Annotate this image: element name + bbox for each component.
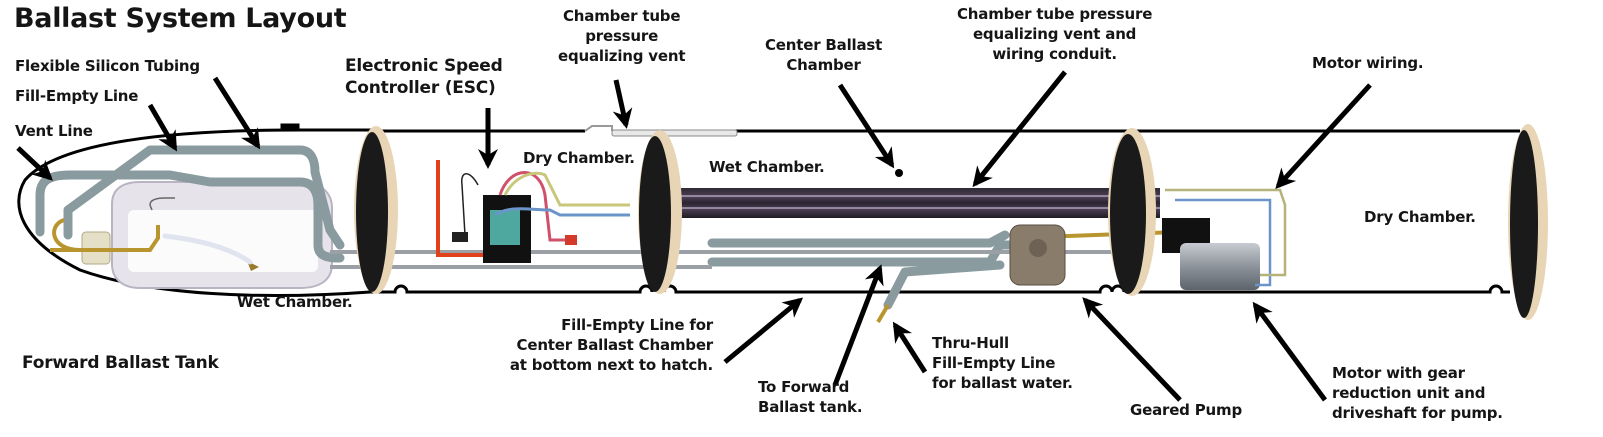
label-wet-chamber-center: Wet Chamber. <box>709 158 825 176</box>
esc-assembly <box>436 160 630 263</box>
arrow-flex-tubing <box>212 76 261 150</box>
arrow-vent-line <box>16 146 53 181</box>
arrow-vent2 <box>972 70 1067 188</box>
arrow-motor-wiring <box>1275 83 1372 189</box>
motor <box>1162 188 1287 290</box>
label-esc: Electronic Speed Controller (ESC) <box>345 56 503 98</box>
label-dry-chamber-1: Dry Chamber. <box>523 149 635 167</box>
label-vent-line: Vent Line <box>15 122 93 140</box>
label-motor-wiring: Motor wiring. <box>1312 54 1424 72</box>
label-center-ballast-chamber: Center Ballast Chamber <box>765 36 883 74</box>
label-vent-2: Chamber tube pressure equalizing vent an… <box>957 5 1153 63</box>
arrow-motor-gear <box>1252 301 1328 402</box>
label-flexible-tubing: Flexible Silicon Tubing <box>15 57 200 75</box>
label-dry-chamber-2: Dry Chamber. <box>1364 208 1476 226</box>
label-forward-ballast-tank: Forward Ballast Tank <box>22 353 219 373</box>
label-fill-empty-line: Fill-Empty Line <box>15 87 139 105</box>
callout-arrows <box>16 70 1372 402</box>
forward-ballast-tank <box>81 181 333 289</box>
label-geared-pump: Geared Pump <box>1130 401 1242 419</box>
hull-bottom-line <box>370 284 1510 294</box>
center-ballast-dot <box>895 169 903 177</box>
diagram-title: Ballast System Layout <box>14 3 347 34</box>
geared-pump <box>1009 224 1066 286</box>
arrow-thru-hull <box>892 321 928 374</box>
arrow-geared-pump <box>1082 297 1182 402</box>
label-wet-chamber-forward: Wet Chamber. <box>237 293 353 311</box>
arrow-to-forward <box>832 264 884 386</box>
arrow-fill-empty <box>147 103 178 152</box>
label-thru-hull: Thru-Hull Fill-Empty Line for ballast wa… <box>932 334 1073 392</box>
vent-tube-1 <box>584 125 738 137</box>
label-to-forward: To Forward Ballast tank. <box>758 378 863 416</box>
bulkheads <box>354 124 1548 320</box>
label-vent-1: Chamber tube pressure equalizing vent <box>558 7 686 65</box>
label-fill-line-center: Fill-Empty Line for Center Ballast Chamb… <box>509 316 713 374</box>
arrow-vent1 <box>612 79 633 129</box>
label-motor-gear: Motor with gear reduction unit and drive… <box>1332 364 1503 422</box>
arrow-center-chamber <box>837 83 895 169</box>
center-conduit-tube <box>680 188 1160 218</box>
hull-hatch-tab <box>280 123 300 132</box>
arrow-fill-line-center <box>723 297 804 364</box>
